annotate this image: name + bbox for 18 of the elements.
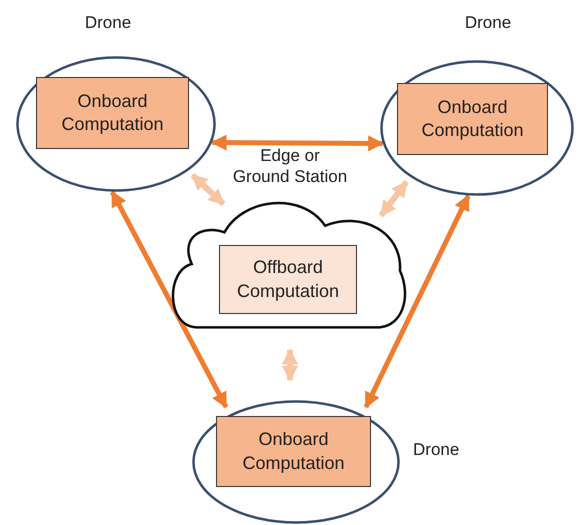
station-label: Edge or Ground Station bbox=[232, 145, 348, 188]
box-label: Onboard Computation bbox=[241, 428, 346, 475]
box-label: Onboard Computation bbox=[60, 90, 165, 136]
arrow bbox=[282, 348, 298, 382]
drone-label: Drone bbox=[413, 439, 460, 460]
computation-box bbox=[216, 416, 371, 487]
computation-box bbox=[36, 77, 189, 149]
arrow bbox=[110, 190, 228, 408]
arrow bbox=[364, 194, 471, 408]
box-label: Offboard Computation bbox=[236, 256, 340, 303]
box-label: Onboard Computation bbox=[420, 96, 525, 142]
arrow bbox=[190, 172, 226, 206]
drone-label: Drone bbox=[464, 12, 512, 34]
computation-box bbox=[397, 83, 548, 155]
arrow bbox=[210, 134, 384, 152]
drone-label: Drone bbox=[84, 12, 132, 34]
arrow bbox=[378, 180, 409, 218]
computation-box bbox=[219, 245, 357, 314]
